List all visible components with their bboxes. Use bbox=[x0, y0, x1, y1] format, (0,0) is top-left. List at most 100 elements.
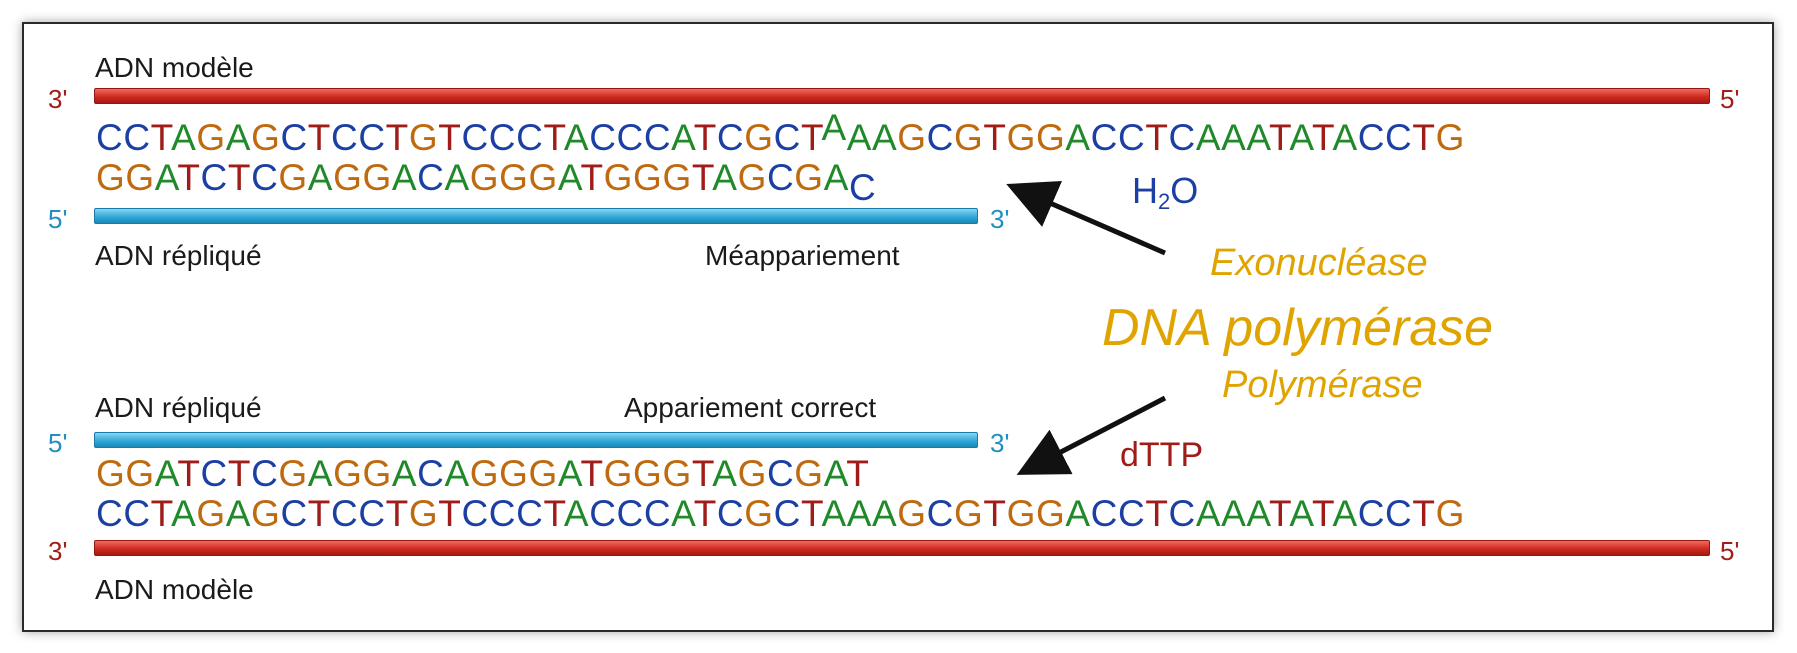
base-g: G bbox=[954, 493, 984, 534]
base-a: A bbox=[1332, 117, 1358, 158]
base-g: G bbox=[96, 453, 126, 494]
base-g: G bbox=[499, 453, 529, 494]
base-c: C bbox=[766, 453, 795, 494]
base-c: C bbox=[461, 117, 489, 158]
water-subscript: 2 bbox=[1158, 189, 1171, 214]
base-t: T bbox=[693, 117, 717, 158]
base-c: C bbox=[358, 117, 386, 158]
base-t: T bbox=[1145, 117, 1169, 158]
base-c: C bbox=[1385, 493, 1413, 534]
base-g: G bbox=[744, 493, 774, 534]
base-c: C bbox=[773, 117, 801, 158]
base-t: T bbox=[385, 117, 409, 158]
base-g: G bbox=[408, 493, 439, 534]
top-template-label: ADN modèle bbox=[95, 52, 254, 83]
base-a: A bbox=[444, 453, 470, 494]
base-c: C bbox=[1117, 117, 1146, 158]
base-g: G bbox=[794, 453, 824, 494]
base-c: C bbox=[251, 157, 279, 198]
base-a: A bbox=[225, 493, 252, 534]
base-g: G bbox=[196, 493, 226, 534]
base-t: T bbox=[177, 453, 201, 494]
base-g: G bbox=[954, 117, 984, 158]
base-c: C bbox=[926, 493, 954, 534]
water-h: H bbox=[1132, 170, 1158, 211]
base-g: G bbox=[528, 157, 558, 198]
base-c: C bbox=[1090, 493, 1118, 534]
base-a: A bbox=[1246, 117, 1269, 158]
base-g: G bbox=[1035, 493, 1066, 534]
base-c: C bbox=[280, 493, 308, 534]
base-t: T bbox=[385, 493, 409, 534]
base-t: T bbox=[691, 453, 713, 494]
base-c: C bbox=[461, 493, 489, 534]
base-t: T bbox=[227, 157, 252, 198]
base-c: C bbox=[516, 493, 544, 534]
dttp-label: dTTP bbox=[1120, 436, 1204, 474]
base-t: T bbox=[543, 493, 564, 534]
bottom-replicated-label: ADN répliqué bbox=[95, 392, 262, 423]
base-g: G bbox=[278, 453, 308, 494]
base-t: T bbox=[983, 117, 1007, 158]
base-t: T bbox=[1412, 117, 1436, 158]
base-g: G bbox=[362, 157, 392, 198]
base-c: C bbox=[331, 493, 359, 534]
base-a: A bbox=[823, 157, 849, 198]
base-t: T bbox=[800, 117, 822, 158]
base-g: G bbox=[125, 157, 155, 198]
base-a: A bbox=[307, 157, 334, 198]
base-a: A bbox=[171, 117, 197, 158]
base-g: G bbox=[633, 157, 663, 198]
base-c: C bbox=[96, 117, 124, 158]
base-c: C bbox=[773, 493, 801, 534]
base-g: G bbox=[794, 157, 824, 198]
base-a: A bbox=[1221, 493, 1247, 534]
base-t: T bbox=[543, 117, 564, 158]
water-o: O bbox=[1170, 170, 1199, 211]
base-t: T bbox=[438, 493, 462, 534]
base-g: G bbox=[96, 157, 126, 198]
base-t: T bbox=[1268, 117, 1290, 158]
polymerase-arrow bbox=[1016, 395, 1167, 475]
base-g: G bbox=[897, 493, 927, 534]
base-a: A bbox=[671, 493, 694, 534]
base-a: A bbox=[712, 453, 738, 494]
base-g: G bbox=[1435, 117, 1465, 158]
base-a: A bbox=[712, 157, 738, 198]
base-g: G bbox=[1006, 493, 1036, 534]
bottom-template-sequence: CCTAGAGCTCCTGTCCCTACCCATCGCTAAAGCGTGGACC… bbox=[96, 494, 1465, 534]
bottom-replicated-3prime: 3' bbox=[990, 428, 1010, 458]
base-c: C bbox=[123, 117, 151, 158]
base-t: T bbox=[846, 453, 870, 494]
base-c: C bbox=[200, 157, 228, 198]
base-c: C bbox=[589, 117, 617, 158]
base-a: A bbox=[872, 493, 898, 534]
base-g: G bbox=[251, 493, 281, 534]
base-a: A bbox=[671, 117, 694, 158]
base-c: C bbox=[1090, 117, 1118, 158]
top-template-sequence: CCTAGAGCTCCTGTCCCTACCCATCGCTAAAGCGTGGACC… bbox=[96, 108, 1465, 158]
base-c: C bbox=[417, 157, 445, 198]
base-a: A bbox=[444, 157, 470, 198]
base-c: C bbox=[358, 493, 386, 534]
exonuclease-arrow bbox=[1006, 181, 1166, 256]
base-t: T bbox=[1145, 493, 1169, 534]
base-a: A bbox=[821, 107, 847, 148]
base-a: A bbox=[872, 117, 898, 158]
base-g: G bbox=[278, 157, 308, 198]
water-label: H2O bbox=[1132, 170, 1198, 215]
base-c: C bbox=[616, 117, 644, 158]
base-t: T bbox=[307, 493, 331, 534]
top-template-5prime: 5' bbox=[1720, 84, 1740, 114]
base-t: T bbox=[983, 493, 1007, 534]
base-c: C bbox=[1168, 117, 1196, 158]
base-g: G bbox=[528, 453, 558, 494]
bottom-replicated-sequence-text: GGATCTCGAGGACAGGGATGGGTAGCGAT bbox=[96, 453, 869, 494]
base-a: A bbox=[154, 157, 178, 198]
top-replicated-strand-bar bbox=[94, 208, 978, 224]
base-c: C bbox=[926, 117, 954, 158]
base-c: C bbox=[123, 493, 151, 534]
base-g: G bbox=[603, 453, 634, 494]
base-a: A bbox=[1195, 493, 1222, 534]
